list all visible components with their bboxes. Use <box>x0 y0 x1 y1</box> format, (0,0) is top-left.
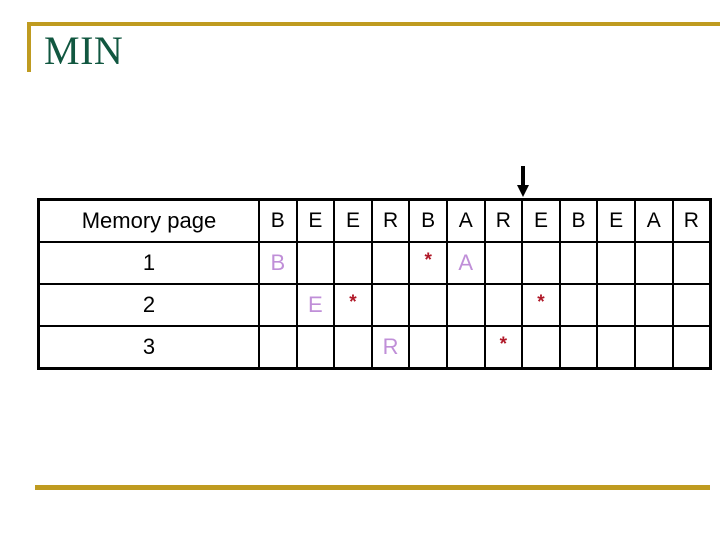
title-accent-bar-horizontal <box>27 22 720 26</box>
memory-page-table: Memory page B E E R B A R E B E A R 1 B … <box>37 198 713 370</box>
table-row: 1 B * A <box>37 241 713 285</box>
table-row: 2 E * * <box>37 283 713 327</box>
frame-cell <box>558 241 599 285</box>
title-accent-bar-vertical <box>27 22 31 72</box>
frame-cell <box>558 283 599 327</box>
frame-label: 1 <box>37 241 260 285</box>
page-fault-star: * <box>424 250 432 271</box>
reference-cell: B <box>258 198 298 243</box>
frame-cell: * <box>483 325 524 370</box>
loaded-page-letter: R <box>382 334 399 359</box>
frame-cell: * <box>408 241 448 285</box>
frame-cell <box>370 241 411 285</box>
frame-cell: B <box>258 241 298 285</box>
frame-cell: * <box>521 283 561 327</box>
frame-cell <box>671 241 713 285</box>
frame-cell <box>258 325 298 370</box>
frame-label: 2 <box>37 283 260 327</box>
reference-cell: A <box>633 198 674 243</box>
frame-cell <box>521 241 561 285</box>
footer-accent-rule <box>35 485 710 490</box>
page-title: MIN <box>44 28 124 73</box>
reference-cell: E <box>333 198 373 243</box>
reference-cell: R <box>483 198 524 243</box>
frame-cell: E <box>295 283 336 327</box>
frame-cell <box>633 283 674 327</box>
reference-cell: R <box>370 198 411 243</box>
table-header-row: Memory page B E E R B A R E B E A R <box>37 198 713 243</box>
reference-cell: B <box>558 198 599 243</box>
loaded-page-letter: B <box>270 250 286 275</box>
reference-cell: E <box>596 198 636 243</box>
page-fault-star: * <box>499 334 508 355</box>
loaded-page-letter: E <box>308 292 323 317</box>
frame-cell <box>633 241 674 285</box>
reference-cell: E <box>295 198 336 243</box>
frame-cell <box>671 283 713 327</box>
frame-cell <box>295 325 336 370</box>
reference-cell: A <box>445 198 486 243</box>
frame-cell <box>521 325 561 370</box>
frame-cell: R <box>370 325 411 370</box>
loaded-page-letter: A <box>458 250 474 275</box>
frame-cell <box>408 325 448 370</box>
page-fault-star: * <box>349 292 357 313</box>
frame-cell <box>333 325 373 370</box>
table-row: 3 R * <box>37 325 713 370</box>
table-body: Memory page B E E R B A R E B E A R 1 B … <box>37 198 713 370</box>
frame-cell <box>596 325 636 370</box>
frame-cell <box>558 325 599 370</box>
reference-cell: E <box>521 198 561 243</box>
frame-cell: * <box>333 283 373 327</box>
frame-cell <box>633 325 674 370</box>
table-header-label: Memory page <box>37 198 260 243</box>
frame-cell <box>295 241 336 285</box>
frame-cell <box>370 283 411 327</box>
frame-cell <box>408 283 448 327</box>
frame-cell <box>333 241 373 285</box>
reference-cell: R <box>671 198 713 243</box>
frame-cell <box>483 283 524 327</box>
frame-label: 3 <box>37 325 260 370</box>
frame-cell <box>596 241 636 285</box>
frame-cell <box>671 325 713 370</box>
frame-cell <box>483 241 524 285</box>
page-fault-star: * <box>537 292 545 313</box>
frame-cell <box>445 325 486 370</box>
frame-cell <box>596 283 636 327</box>
frame-cell <box>445 283 486 327</box>
frame-cell <box>258 283 298 327</box>
arrow-down-icon <box>516 166 530 198</box>
reference-cell: B <box>408 198 448 243</box>
frame-cell: A <box>445 241 486 285</box>
